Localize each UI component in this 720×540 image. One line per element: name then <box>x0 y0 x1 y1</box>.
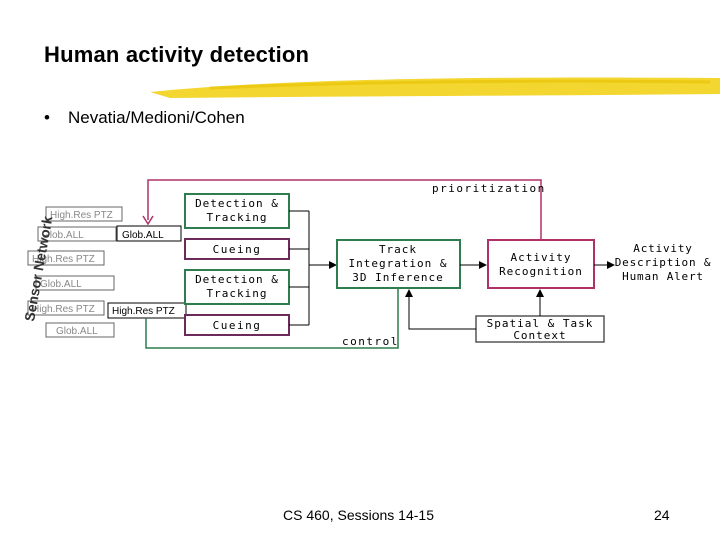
prioritization-path <box>147 179 542 240</box>
camera-label: Glob.ALL <box>42 230 84 241</box>
sensor-network: High.Res PTZ Glob.ALL High.Res PTZ Glob.… <box>27 206 123 338</box>
control-label: control <box>342 335 399 348</box>
activity-recognition-line2: Recognition <box>499 265 583 278</box>
cueing-1-label: Cueing <box>213 243 262 256</box>
slide-title: Human activity detection <box>44 42 310 67</box>
camera-label: Glob.ALL <box>56 326 98 337</box>
spatial-task-context-box <box>475 315 605 343</box>
detection-tracking-2-line1: Detection & <box>195 273 279 286</box>
track-integration-line1: Track <box>379 243 417 256</box>
control-path <box>145 288 399 349</box>
track-integration-line3: 3D Inference <box>352 271 443 284</box>
camera-label: High.Res PTZ <box>32 304 95 315</box>
activity-description-line1: Activity <box>633 242 692 255</box>
page-number: 24 <box>654 507 670 523</box>
detection-tracking-1-line1: Detection & <box>195 197 279 210</box>
spatial-task-context-line1: Spatial & Task <box>487 317 594 330</box>
track-integration-line2: Integration & <box>348 257 447 270</box>
activity-recognition-line1: Activity <box>511 251 572 264</box>
camera-label: High.Res PTZ <box>32 254 95 265</box>
highlighter-stroke <box>150 77 720 98</box>
spatial-task-context-line2: Context <box>513 329 566 342</box>
footer-course: CS 460, Sessions 14-15 <box>283 507 434 523</box>
prioritization-label: prioritization <box>432 182 546 195</box>
camera-label: High.Res PTZ <box>50 210 113 221</box>
bullet-item: • Nevatia/Medioni/Cohen <box>44 108 245 128</box>
detection-tracking-1-line2: Tracking <box>207 211 268 224</box>
activity-description-line3: Human Alert <box>622 270 704 283</box>
camera-label: Glob.ALL <box>40 279 82 290</box>
bullet-text: Nevatia/Medioni/Cohen <box>68 108 245 127</box>
glob-all-side-label: Glob.ALL <box>122 230 164 241</box>
detection-tracking-box-1 <box>184 193 290 229</box>
bullet-dot: • <box>44 108 50 127</box>
activity-recognition-box <box>487 239 595 289</box>
cueing-2-label: Cueing <box>213 319 262 332</box>
activity-description-line2: Description & <box>615 256 712 269</box>
detection-tracking-2-line2: Tracking <box>207 287 268 300</box>
track-integration-box <box>336 239 461 289</box>
high-res-side-label: High.Res PTZ <box>112 306 175 317</box>
